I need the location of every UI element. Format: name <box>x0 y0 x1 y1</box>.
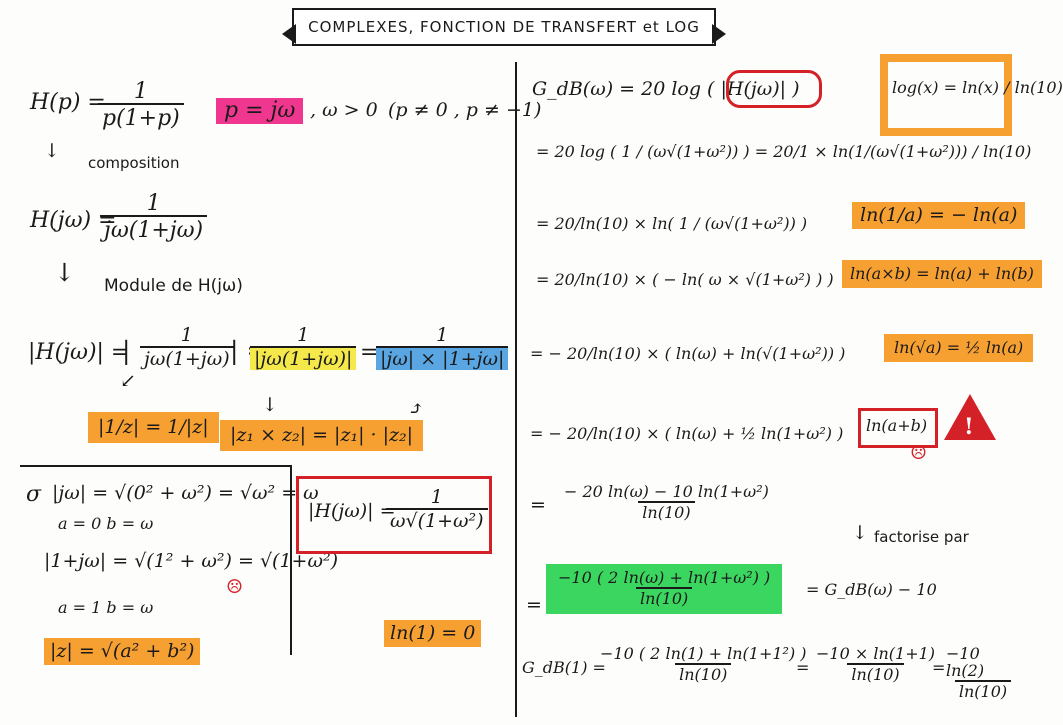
h-of-jw-lhs: H(jω) = <box>30 208 117 233</box>
module-step3-den: |jω| × |1+jω| <box>376 345 509 370</box>
module-step1-num: 1 <box>180 324 193 346</box>
gdb-step-8-den: ln(10) <box>636 586 693 608</box>
warning-ln-sum: ln(a+b) <box>866 416 928 435</box>
vertical-divider <box>515 62 517 717</box>
warning-sign: ! <box>964 414 974 440</box>
curved-arrow-icon: ⤴ <box>408 398 424 420</box>
arrow-icon-right: ↓ <box>262 394 278 416</box>
result-box <box>296 476 492 554</box>
gdb-step-5: = − 20/ln(10) × ( ln(ω) + ln(√(1+ω²)) ) <box>530 344 846 363</box>
abs-jw-calc: |jω| = √(0² + ω²) = √ω² = ω <box>52 482 319 504</box>
gdb-1-end-num: −10 ln(2) <box>946 644 985 680</box>
gdb-step-2: = 20 log ( 1 / (ω√(1+ω²)) ) = 20/1 × ln(… <box>536 142 1032 161</box>
h-of-jw-den: jω(1+jω) <box>100 215 208 242</box>
rule-product: |z₁ × z₂| = |z₁| · |z₂| <box>220 420 424 451</box>
gdb-1-lhs: G_dB(1) = <box>522 658 606 677</box>
sad-face-icon-2: ☹ <box>910 442 928 464</box>
rule-ln-inverse: ln(1/a) = − ln(a) <box>852 202 1026 229</box>
module-step2-num: 1 <box>297 324 310 346</box>
equals-sign-4: = <box>796 658 810 677</box>
warning-box <box>858 408 938 448</box>
gdb-1-mid-num: −10 × ln(1+1) <box>816 644 936 663</box>
sad-face-icon: ☹ <box>226 576 244 598</box>
lower-left-divider <box>20 465 292 467</box>
rule-inverse: |1/z| = 1/|z| <box>88 412 219 443</box>
h-abs-circle <box>726 70 822 108</box>
equals-sign-3: = <box>526 594 542 616</box>
module-step2-den: |jω(1+jω)| <box>250 345 357 370</box>
h-of-jw-fraction: 1 jω(1+jω) <box>100 191 208 242</box>
module-lhs: |H(jω)| = <box>28 340 130 365</box>
page-title: COMPLEXES, FONCTION DE TRANSFERT et LOG <box>308 18 700 36</box>
result-fraction: 1 ω√(1+ω²) <box>386 486 488 532</box>
log-rule-box <box>880 54 1012 136</box>
p-condition: (p ≠ 0 , p ≠ −1) <box>388 99 542 121</box>
handwritten-notes-page: COMPLEXES, FONCTION DE TRANSFERT et LOG … <box>20 8 1063 717</box>
gdb-1-end-den: ln(10) <box>954 679 1012 701</box>
gdb-step-7: − 20 ln(ω) − 10 ln(1+ω²) ln(10) <box>560 482 773 522</box>
module-step3: 1 |jω| × |1+jω| <box>376 324 509 370</box>
ab-values-1: a = 0 b = ω <box>58 514 154 533</box>
gdb-step-6: = − 20/ln(10) × ( ln(ω) + ½ ln(1+ω²) ) <box>530 424 844 443</box>
p-eq-jw: p = jω <box>216 98 304 124</box>
gdb-def: G_dB(ω) = 20 log ( |H(jω)| ) <box>532 78 800 100</box>
ab-values-2: a = 1 b = ω <box>58 598 154 617</box>
lower-left-vertical <box>290 465 292 655</box>
composition-label: composition <box>88 154 180 172</box>
title-banner: COMPLEXES, FONCTION DE TRANSFERT et LOG <box>282 8 726 46</box>
gdb-step-7-den: ln(10) <box>638 500 695 522</box>
module-step1-den: jω(1+jω) <box>140 345 234 370</box>
gdb-1-mid: −10 × ln(1+1) ln(10) <box>812 644 939 684</box>
abs-z-formula: |z| = √(a² + b²) <box>44 638 201 665</box>
h-of-p-lhs: H(p) = <box>30 90 106 115</box>
equals-sign-5: = <box>932 658 946 677</box>
arrow-down-icon: ↓ <box>44 140 60 162</box>
abs-1jw-calc: |1+jω| = √(1² + ω²) = √(1+ω²) <box>44 550 338 572</box>
equals-sign-2: = <box>530 494 546 516</box>
gdb-step-7-num: − 20 ln(ω) − 10 ln(1+ω²) <box>564 482 769 501</box>
warning-triangle-icon <box>944 394 996 440</box>
arrow-down-icon-3: ↓ <box>852 522 868 544</box>
gdb-1-fraction: −10 ( 2 ln(1) + ln(1+1²) ) ln(10) <box>596 644 811 684</box>
module-step3-num: 1 <box>436 324 449 346</box>
gdb-step-8: −10 ( 2 ln(ω) + ln(1+ω²) ) ln(10) <box>546 564 783 614</box>
arrow-icon-left: ↙ <box>120 370 136 392</box>
result-num: 1 <box>430 486 443 508</box>
h-of-p-fraction: 1 p(1+p) <box>98 80 184 130</box>
bullet-sigma: σ <box>26 482 42 507</box>
result-lhs: |H(jω)| = <box>308 500 396 522</box>
log-rule: log(x) = ln(x) / ln(10) <box>892 78 1063 97</box>
gdb-step-8-tail: = G_dB(ω) − 10 <box>806 580 937 599</box>
module-step2: 1 |jω(1+jω)| <box>250 324 357 370</box>
gdb-step-8-num: −10 ( 2 ln(ω) + ln(1+ω²) ) <box>558 568 771 587</box>
gdb-step-3: = 20/ln(10) × ln( 1 / (ω√(1+ω²)) ) <box>536 214 808 233</box>
h-of-p-den: p(1+p) <box>98 103 184 130</box>
gdb-1-num: −10 ( 2 ln(1) + ln(1+1²) ) <box>600 644 807 663</box>
arrow-down-icon-2: ↓ <box>54 258 75 287</box>
gdb-1-mid-den: ln(10) <box>847 662 904 684</box>
rule-ln-product: ln(a×b) = ln(a) + ln(b) <box>842 260 1042 288</box>
module-label: Module de H(jω) <box>104 276 243 296</box>
gdb-1-den: ln(10) <box>675 662 732 684</box>
result-den: ω√(1+ω²) <box>386 507 488 532</box>
module-step1: 1 jω(1+jω) <box>140 324 234 370</box>
ln1-eq-0: ln(1) = 0 <box>384 620 482 647</box>
factor-label: factorise par <box>874 528 969 546</box>
h-of-jw-num: 1 <box>146 191 161 216</box>
gdb-step-4: = 20/ln(10) × ( − ln( ω × √(1+ω²) ) ) <box>536 270 834 289</box>
equals-sign: = <box>360 340 379 365</box>
rule-ln-sqrt: ln(√a) = ½ ln(a) <box>884 334 1034 362</box>
gdb-1-end: −10 ln(2) ln(10) <box>942 644 1024 701</box>
abs-bar-open: | <box>122 336 131 365</box>
h-of-p-num: 1 <box>133 79 148 104</box>
omega-condition: , ω > 0 <box>310 99 378 121</box>
